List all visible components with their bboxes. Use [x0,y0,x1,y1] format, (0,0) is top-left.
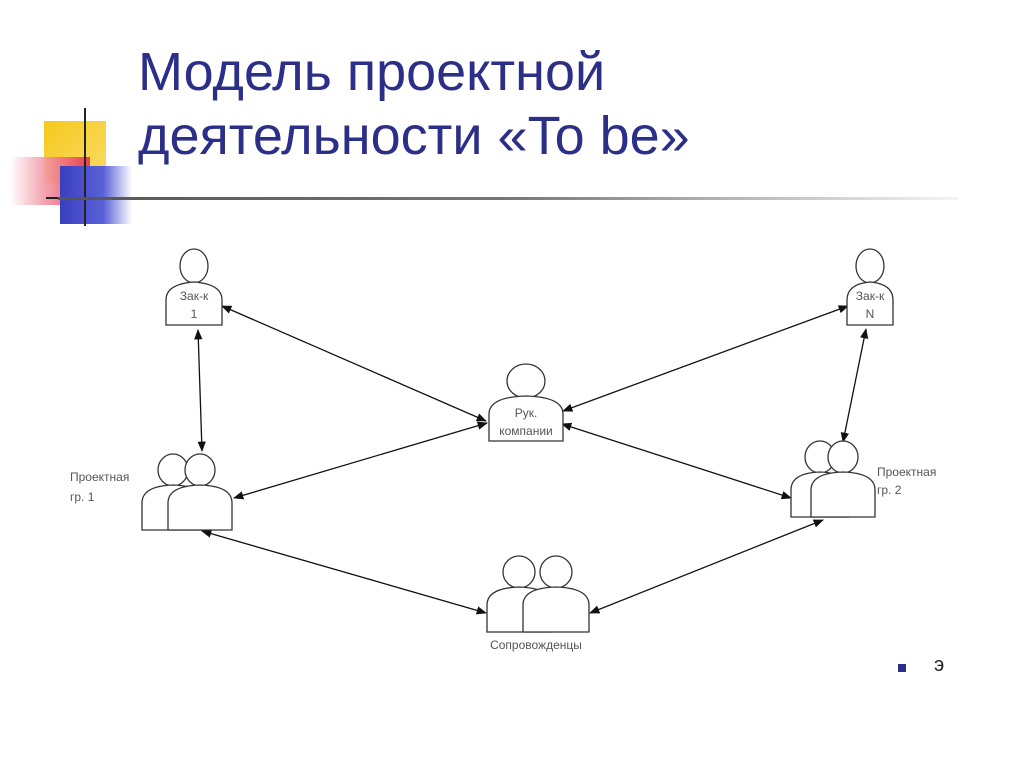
company-head-node [488,363,564,442]
customer-n-label-line1: Зак-к [856,289,885,303]
slide-title: Модель проектной деятельности «To be» [138,40,958,168]
link-customer1-group1 [194,328,206,453]
project-group-1-label-line1: Проектная [70,470,129,484]
person-icon-body [165,281,223,326]
link-customer1-head [221,305,487,422]
company-head-label-line1: Рук. [515,406,538,420]
title-line-1: Модель проектной [138,42,606,102]
person-icon-body [522,586,590,633]
support-staff-label: Сопровожденцы [490,638,582,652]
project-group-2-label-line2: гр. 2 [877,483,902,497]
person-icon-body [846,281,894,326]
customer-1-node [165,248,223,326]
customer-1-label-line1: Зак-к [180,289,209,303]
link-group2-support [589,519,824,614]
title-underline [58,197,958,200]
link-customerN-head [562,305,849,412]
person-icon [506,363,546,399]
person-icon-body [167,484,233,531]
person-icon [827,440,859,474]
company-head-label-line2: компании [499,424,553,438]
person-icon [184,453,216,487]
person-icon-body [488,395,564,442]
person-icon [179,248,209,284]
link-group1-support [201,529,487,615]
project-group-2-label-line1: Проектная [877,465,936,479]
title-line-2: деятельности «To be» [138,106,690,166]
bullet-marker [898,664,906,672]
deco-blue-square [60,166,132,224]
person-icon [539,555,573,589]
customer-n-label-line2: N [866,307,875,321]
bullet-text: э [934,654,945,676]
diagram-connections [194,305,869,615]
person-icon [855,248,885,284]
customer-n-node [846,248,894,326]
person-icon [157,453,189,487]
link-head-group1 [233,421,488,500]
project-group-2-node [790,440,876,518]
support-staff-node [486,555,590,633]
link-customerN-group2 [840,327,869,444]
link-head-group2 [561,422,792,500]
project-group-1-label-line2: гр. 1 [70,490,95,504]
project-group-1-node [141,453,233,531]
customer-1-label-line2: 1 [191,307,198,321]
person-icon-body [810,471,876,518]
person-icon [502,555,536,589]
deco-vertical-line [84,108,86,226]
